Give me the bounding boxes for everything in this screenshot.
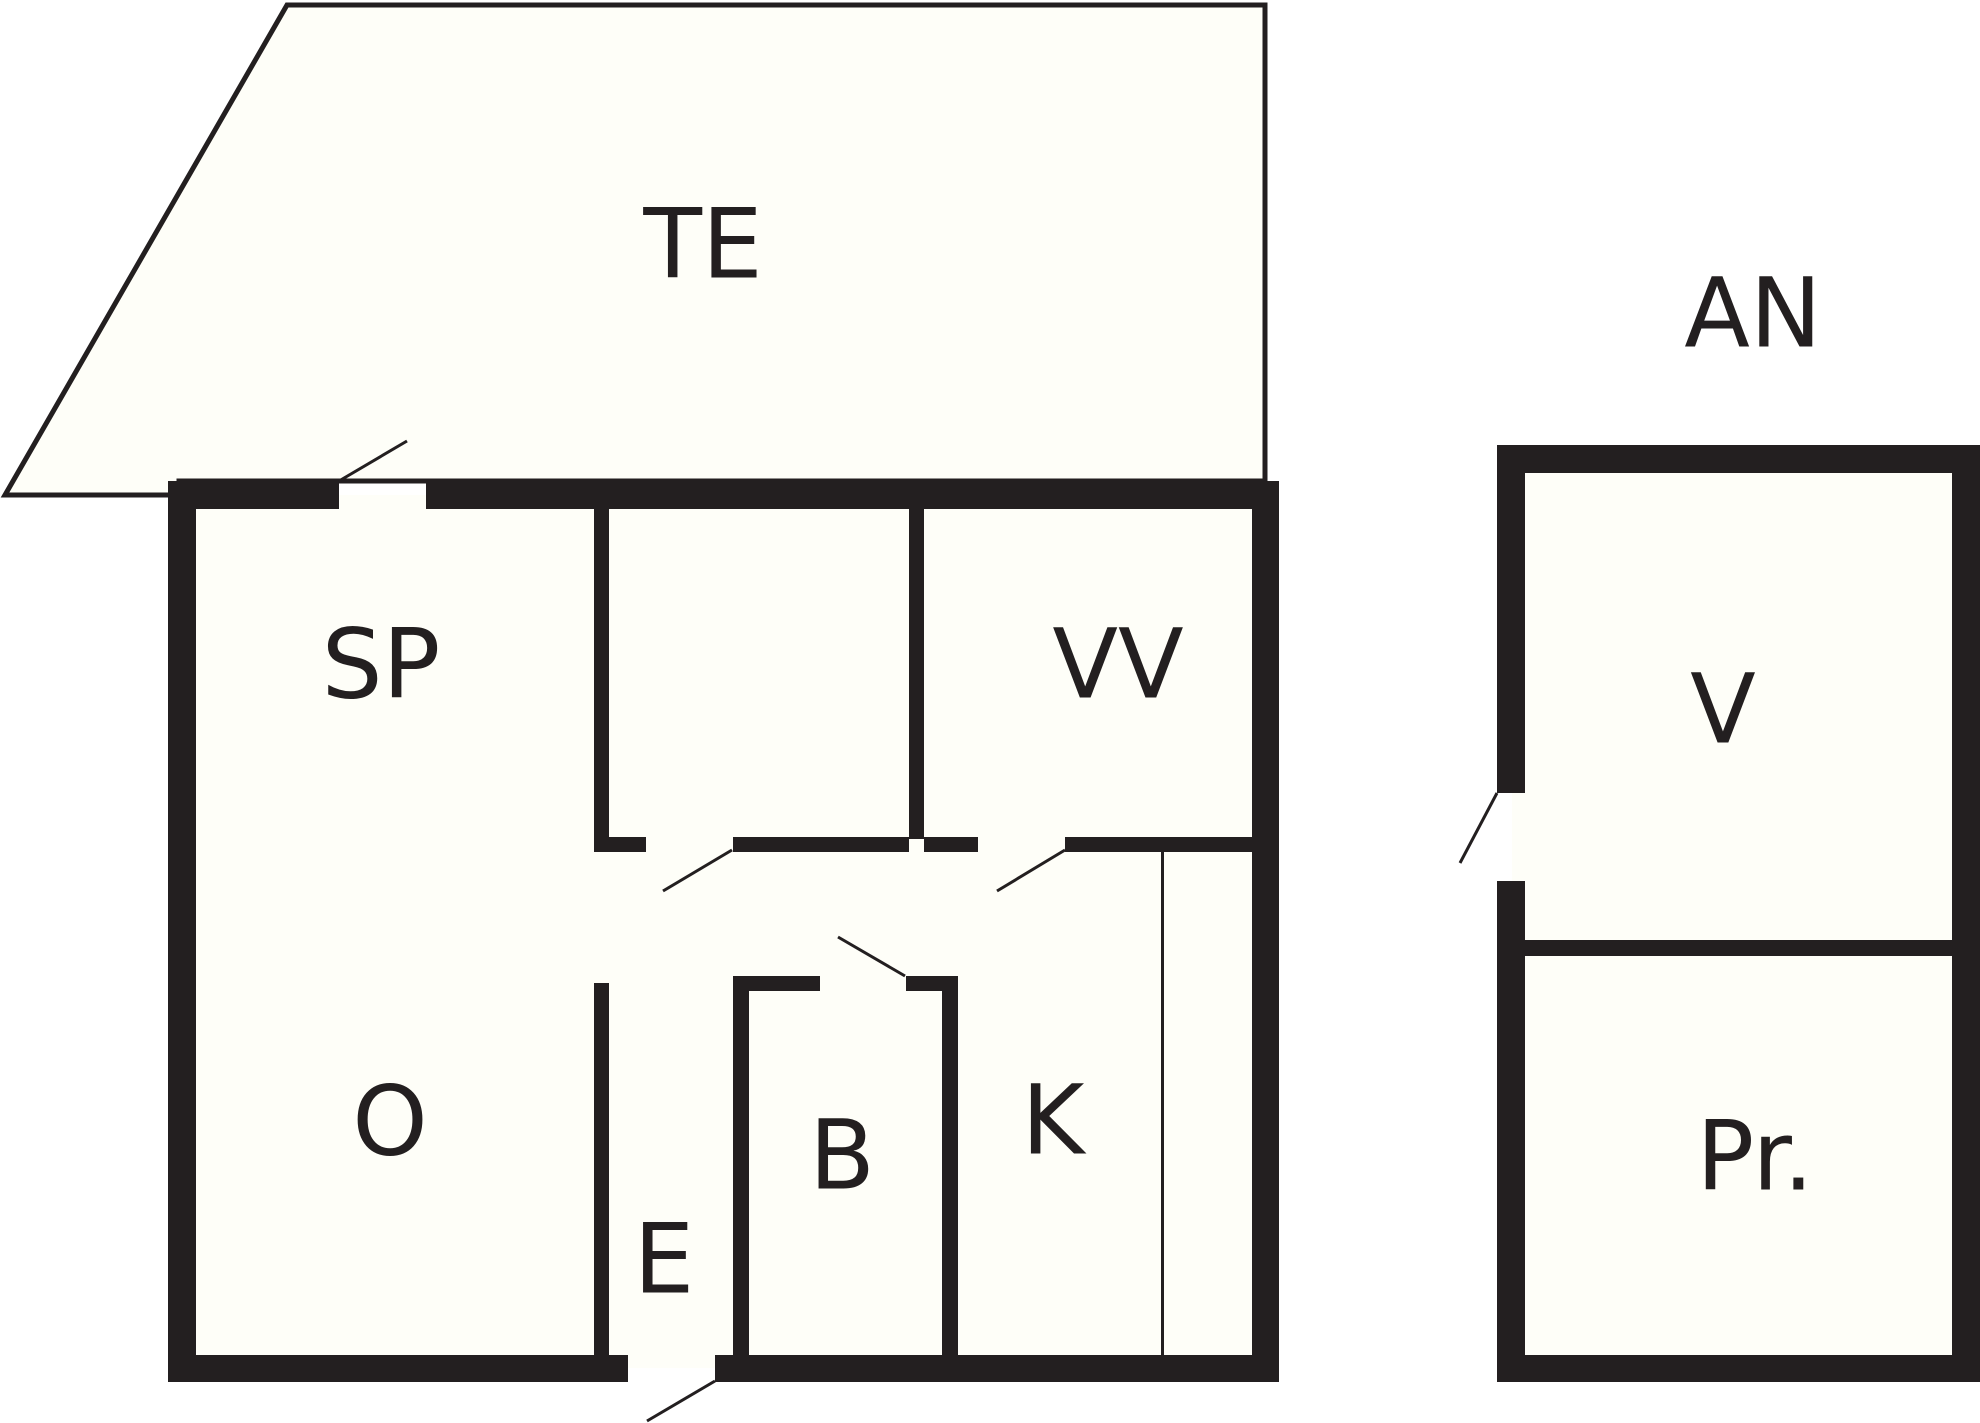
door-entrance-swing: [646, 1379, 716, 1423]
door-closet-swing: [662, 848, 733, 893]
main-house: [168, 439, 1279, 1423]
label-annex-room-pr: Pr.: [1696, 1100, 1813, 1212]
label-bathroom: B: [809, 1099, 875, 1211]
outer-wall-bottom-right: [715, 1355, 1279, 1382]
outer-wall-top-right: [426, 481, 1279, 509]
wall-bath-right: [942, 976, 958, 1355]
wall-bath-top-right: [906, 976, 958, 991]
annex-wall-left-lower: [1497, 881, 1525, 1382]
wall-kitchen-thin: [1161, 852, 1164, 1355]
wall-bath-left: [733, 976, 749, 1355]
outer-wall-bottom-left: [168, 1355, 628, 1382]
annex-wall-top: [1497, 445, 1980, 473]
label-laundry: VV: [1052, 608, 1183, 720]
door-vv-swing: [996, 848, 1066, 893]
annex-wall-left-upper: [1497, 445, 1525, 793]
wall-vv-bottom-left: [924, 837, 978, 852]
annex-wall-divider: [1525, 940, 1952, 956]
wall-closet-bottom-left: [594, 837, 646, 852]
label-terrace: TE: [642, 188, 762, 300]
wall-closet-vv-divider: [909, 495, 924, 839]
annex-wall-bottom: [1497, 1355, 1980, 1382]
label-bedroom: SP: [322, 608, 441, 720]
annex-building: [1458, 445, 1980, 1382]
label-kitchen: K: [1022, 1064, 1087, 1176]
label-entrance: E: [634, 1203, 695, 1315]
label-living-room: O: [352, 1065, 428, 1177]
label-annex-room-v: V: [1690, 653, 1756, 765]
wall-closet-bottom-mid: [733, 837, 909, 852]
outer-wall-top-left: [168, 481, 339, 509]
wall-hall-left: [594, 983, 609, 1355]
annex-wall-right: [1952, 445, 1980, 1382]
door-terrace-swing: [338, 439, 408, 483]
wall-vv-bottom-right: [1065, 837, 1254, 852]
door-bath-swing: [837, 935, 906, 978]
wall-closet-left: [594, 495, 609, 852]
wall-bath-top-left: [733, 976, 820, 991]
door-annex-swing: [1458, 792, 1499, 864]
annex-floor: [1512, 459, 1966, 1362]
main-house-floor: [182, 495, 1252, 1368]
terrace-area: [0, 2, 1268, 498]
outer-wall-right: [1252, 481, 1279, 1382]
outer-wall-left: [168, 481, 196, 1382]
label-annex: AN: [1684, 257, 1821, 369]
